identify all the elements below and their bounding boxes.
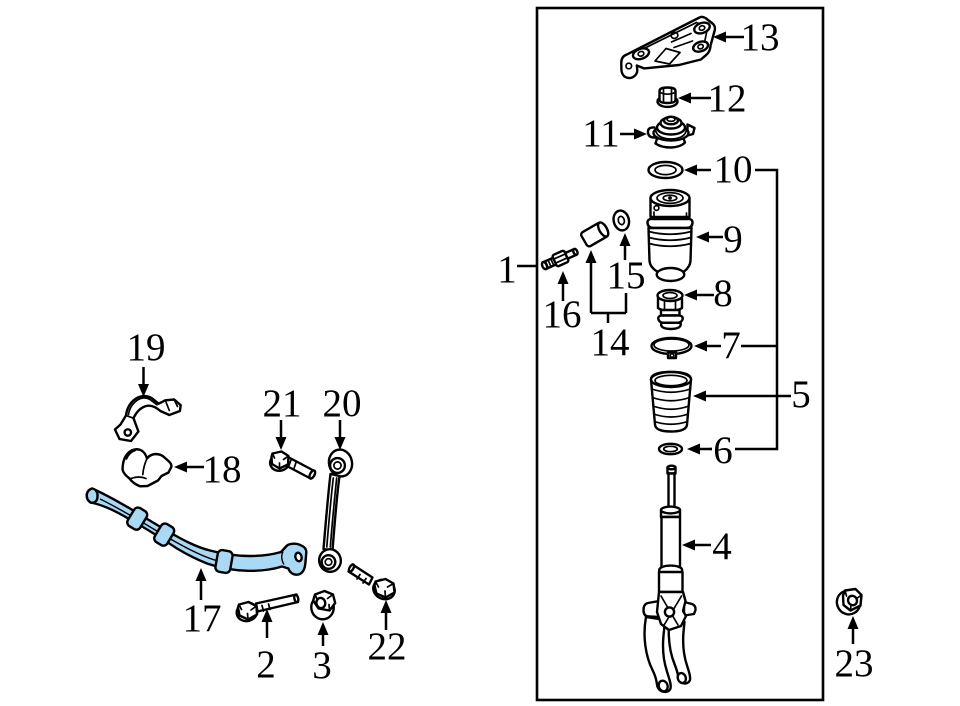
- svg-text:5: 5: [791, 373, 811, 416]
- svg-text:6: 6: [713, 429, 733, 472]
- svg-text:8: 8: [713, 272, 733, 315]
- svg-text:22: 22: [368, 625, 407, 668]
- svg-text:18: 18: [203, 448, 242, 491]
- svg-text:17: 17: [183, 597, 222, 640]
- svg-text:11: 11: [582, 112, 620, 155]
- svg-text:7: 7: [721, 324, 741, 367]
- svg-text:3: 3: [312, 644, 332, 687]
- svg-text:23: 23: [835, 642, 874, 685]
- svg-text:9: 9: [723, 218, 743, 261]
- svg-text:19: 19: [127, 326, 166, 369]
- svg-text:4: 4: [712, 525, 732, 568]
- svg-text:1: 1: [497, 248, 517, 291]
- svg-text:20: 20: [323, 382, 362, 425]
- svg-text:21: 21: [263, 382, 302, 425]
- svg-text:13: 13: [741, 16, 780, 59]
- svg-text:16: 16: [543, 293, 582, 336]
- svg-text:12: 12: [708, 77, 747, 120]
- svg-text:14: 14: [591, 321, 630, 364]
- svg-text:2: 2: [256, 643, 276, 686]
- svg-text:15: 15: [607, 254, 646, 297]
- svg-text:10: 10: [714, 148, 753, 191]
